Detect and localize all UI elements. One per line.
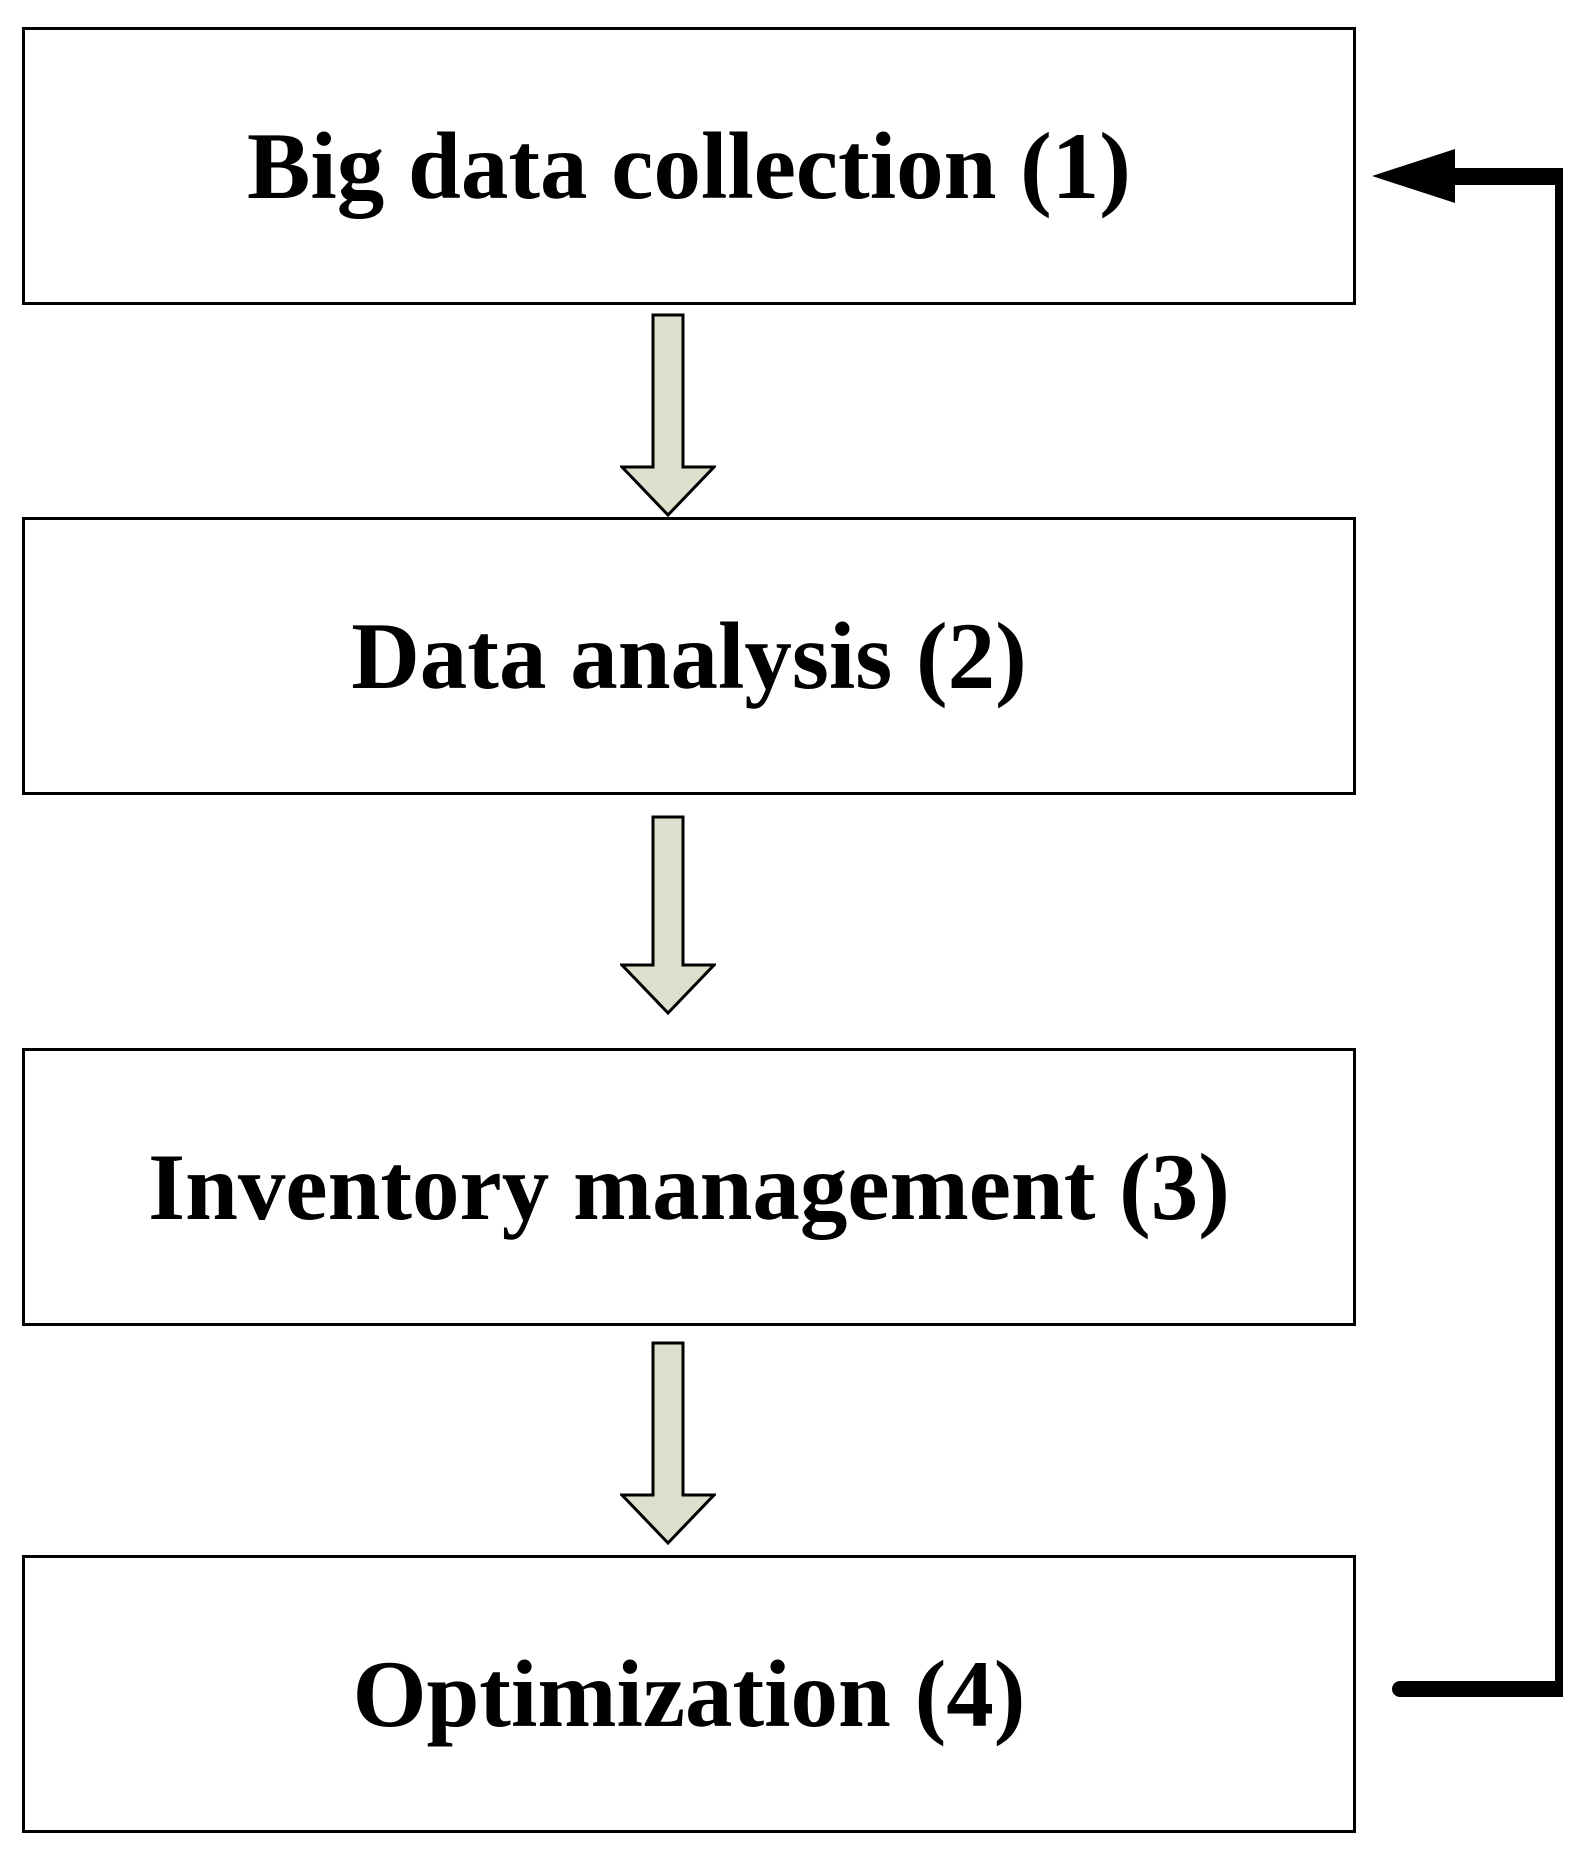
flow-box-inventory-management: Inventory management (3) bbox=[22, 1048, 1356, 1326]
feedback-line-bottom bbox=[1392, 1681, 1563, 1697]
feedback-arrowhead-icon bbox=[1372, 149, 1455, 203]
box-label-optimization: Optimization (4) bbox=[352, 1640, 1026, 1747]
down-arrow-icon bbox=[620, 1341, 716, 1545]
flow-box-data-analysis: Data analysis (2) bbox=[22, 517, 1356, 795]
flow-box-optimization: Optimization (4) bbox=[22, 1555, 1356, 1833]
box-label-data-analysis: Data analysis (2) bbox=[351, 602, 1027, 709]
down-arrow-shape bbox=[620, 313, 716, 517]
box-label-big-data-collection: Big data collection (1) bbox=[247, 112, 1131, 219]
down-arrow-icon bbox=[620, 313, 716, 517]
flow-box-big-data-collection: Big data collection (1) bbox=[22, 27, 1356, 305]
down-arrow-shape bbox=[620, 815, 716, 1015]
feedback-line-top bbox=[1455, 168, 1563, 185]
down-arrow-icon bbox=[620, 815, 716, 1015]
feedback-line-vertical bbox=[1555, 168, 1563, 1697]
down-arrow-shape bbox=[620, 1341, 716, 1545]
box-label-inventory-management: Inventory management (3) bbox=[148, 1133, 1230, 1240]
